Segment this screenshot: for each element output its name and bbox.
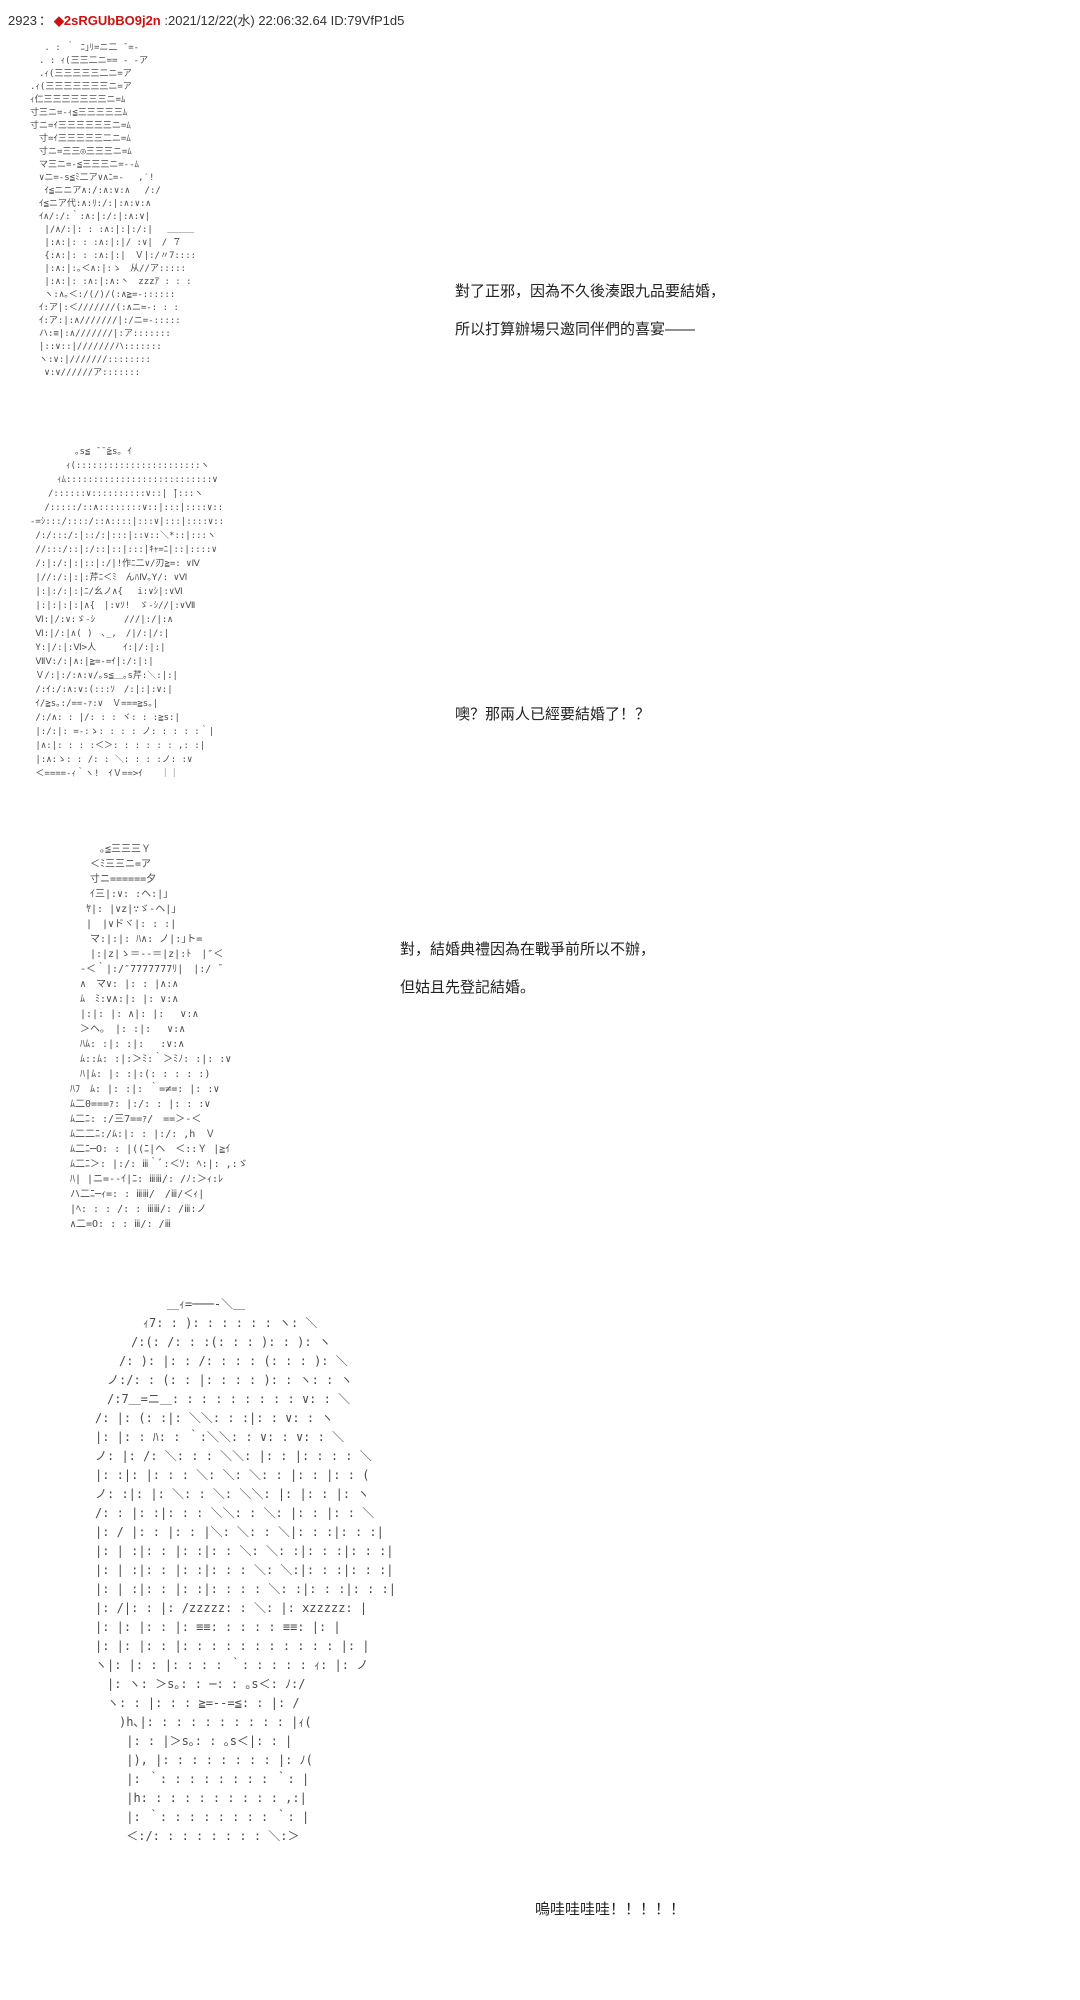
dialogue-3-line-1: 對，結婚典禮因為在戰爭前所以不辦， bbox=[400, 941, 656, 958]
dialogue-3-line-2: 但姑且先登記結婚。 bbox=[400, 979, 536, 996]
dialogue-1-line-1: 對了正邪，因為不久後湊跟九品要結婚， bbox=[455, 283, 726, 300]
post-separator: ： bbox=[38, 13, 52, 28]
dialogue-1-line-2: 所以打算辦場只邀同伴們的喜宴—— bbox=[455, 321, 696, 338]
ascii-art-block-1: . : ｀ ﾆ｣ﾘ=ニ二 ̄ =- . : ｨ(三三二ニ== ‐ ‐ア .ｨ(三… bbox=[30, 43, 197, 378]
post-tripcode: ◆2sRGUbBO9j2n bbox=[53, 13, 161, 28]
post-header: 2923：◆2sRGUbBO9j2n :2021/12/22(水) 22:06:… bbox=[8, 10, 404, 29]
dialogue-4-line-1: 嗚哇哇哇哇！！！！！ bbox=[535, 1901, 686, 1918]
dialogue-2-line-1: 噢？那兩人已經要結婚了！？ bbox=[455, 706, 651, 723]
ascii-art-block-2: ｡s≦ ̄ ̄ ̄≧s｡ ｲ ｨ(:::::::::::::::::::::::… bbox=[30, 447, 225, 779]
ascii-art-block-3: ｡≦三三三Ｙ ＜ﾐ三三ニ=ア 寸ニ======夕 ｲ三|:∨: :ヘ:|｣ ﾔ|… bbox=[69, 844, 248, 1230]
post-datetime-id: :2021/12/22(水) 22:06:32.64 ID:79VfP1d5 bbox=[164, 13, 405, 28]
ascii-art-block-4: ＿ｨ=───-＼＿ ｨ7: : ): : : : : : ヽ: ＼ /:(: /… bbox=[95, 1297, 396, 1843]
post-number: 2923 bbox=[8, 13, 37, 28]
